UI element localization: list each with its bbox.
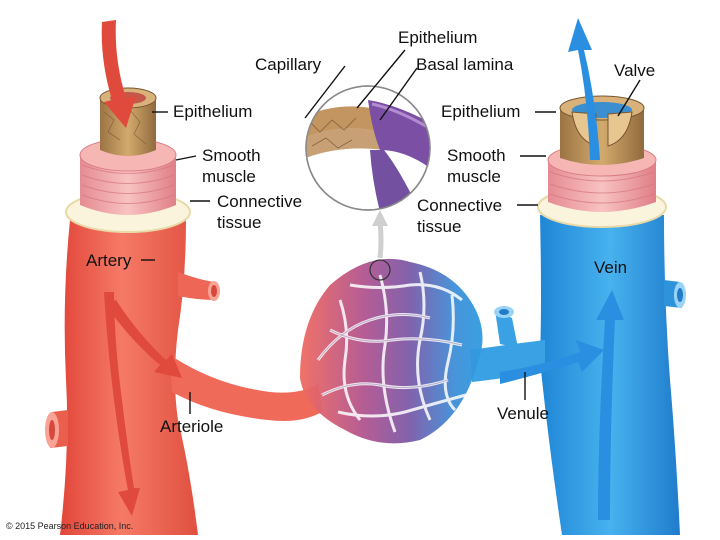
label-vein-smooth-muscle: Smooth muscle <box>447 145 506 187</box>
label-artery-epithelium: Epithelium <box>173 102 253 121</box>
artery-smooth-muscle-layer <box>80 155 176 215</box>
capillary-bed-shape <box>300 258 483 444</box>
leader-lines <box>141 49 641 414</box>
inset-connector-arrow <box>377 221 384 259</box>
capillary-inset <box>305 85 431 211</box>
label-artery-smooth-muscle-line1: Smooth <box>202 146 261 165</box>
capillary-network <box>316 271 467 433</box>
artery-body <box>60 220 198 535</box>
label-vein-connective-line1: Connective <box>417 196 503 215</box>
label-basal-lamina: Basal lamina <box>416 55 514 74</box>
leader-basal-lamina <box>379 67 418 121</box>
leader-valve <box>617 79 641 117</box>
label-capillary: Capillary <box>255 55 322 74</box>
label-vein-epithelium: Epithelium <box>441 102 521 121</box>
label-artery-smooth-muscle: Smooth muscle <box>202 145 261 187</box>
label-artery-connective-tissue: Connective tissue <box>217 191 302 233</box>
venule-stub <box>495 310 518 348</box>
label-vein-connective-tissue: Connective tissue <box>417 195 502 237</box>
capillary-bed <box>300 258 483 444</box>
label-vein-smooth-muscle-line1: Smooth <box>447 146 506 165</box>
label-vein-smooth-muscle-line2: muscle <box>447 167 501 186</box>
arteriole-branch <box>170 355 322 421</box>
venous-flow-arrows <box>500 18 624 520</box>
leader-capillary <box>304 65 346 119</box>
copyright-notice: © 2015 Pearson Education, Inc. <box>6 521 134 531</box>
label-artery: Artery <box>86 251 132 270</box>
label-artery-smooth-muscle-line2: muscle <box>202 167 256 186</box>
leader-epithelium-top <box>356 49 406 109</box>
label-vein: Vein <box>594 258 628 277</box>
label-artery-connective-line2: tissue <box>217 213 262 232</box>
capillary-detail-marker <box>369 259 391 281</box>
label-valve: Valve <box>614 61 656 80</box>
artery <box>45 87 322 535</box>
label-epithelium-top: Epithelium <box>398 28 478 47</box>
label-vein-connective-line2: tissue <box>417 217 462 236</box>
arterial-flow-arrows <box>101 20 182 516</box>
label-venule: Venule <box>497 404 549 423</box>
label-artery-connective-line1: Connective <box>217 192 303 211</box>
leader-artery-smooth-muscle <box>175 155 197 161</box>
label-arteriole: Arteriole <box>160 417 224 436</box>
artery-stub-upper <box>178 272 216 300</box>
